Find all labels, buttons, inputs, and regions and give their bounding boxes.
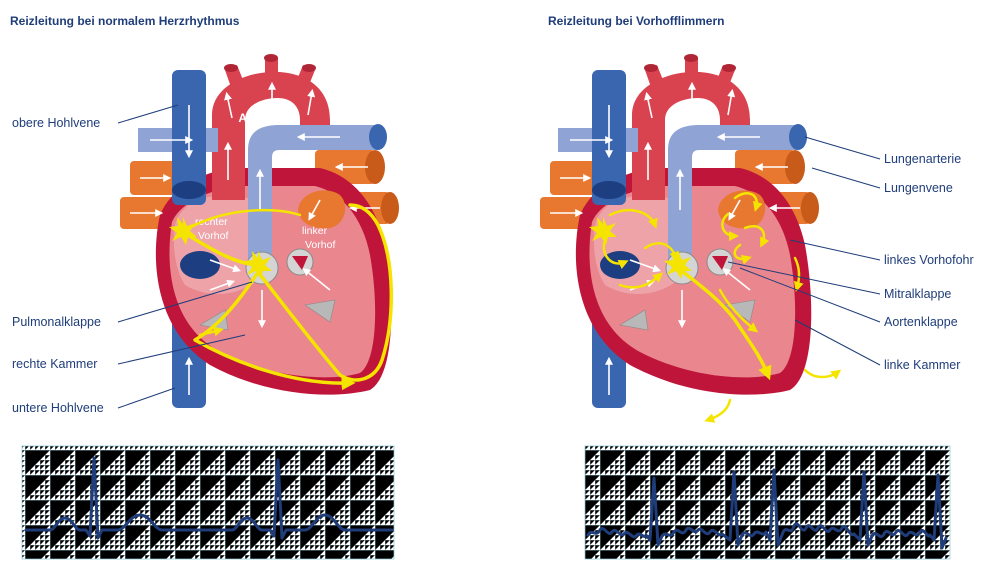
label-aortenklappe: Aortenklappe [884,315,958,329]
left-panel: Reizleitung bei normalem Herzrhythmus Ao… [10,14,399,415]
left-linker-label: linker [302,225,328,237]
label-mitralklappe: Mitralklappe [884,287,951,301]
label-rechte-kammer: rechte Kammer [12,357,97,371]
ecg-normal [22,446,394,559]
ecg-normal-grid [22,446,394,559]
right-panel: Reizleitung bei Vorhofflimmern Aorta Lun… [540,14,974,420]
fib-path-12 [708,400,730,420]
label-obere-hohlvene: obere Hohlvene [12,116,100,130]
leader-lungenvene [812,168,880,188]
label-linkes-vorhofohr: linkes Vorhofohr [884,253,974,267]
right-aorta-label: Aorta [678,111,710,125]
label-pulmonalklappe: Pulmonalklappe [12,315,101,329]
ecg-afib-grid [585,446,950,559]
left-vorhof-r-label: Vorhof [198,230,228,242]
left-heart [120,54,399,408]
right-panel-title: Reizleitung bei Vorhofflimmern [548,14,724,28]
right-heart [540,54,819,408]
label-linke-kammer: linke Kammer [884,358,960,372]
left-aorta-label: Aorta [238,111,270,125]
leader-lungenarterie [805,137,880,159]
fib-path-11 [805,370,838,377]
label-untere-hohlvene: untere Hohlvene [12,401,104,415]
label-lungenarterie: Lungenarterie [884,152,961,166]
leader-obere-hohlvene [118,105,178,123]
left-vorhof-l-label: Vorhof [305,239,335,251]
left-panel-title: Reizleitung bei normalem Herzrhythmus [10,14,240,28]
ecg-afib [585,446,950,559]
label-lungenvene: Lungenvene [884,181,953,195]
leader-untere-hohlvene [118,388,175,408]
